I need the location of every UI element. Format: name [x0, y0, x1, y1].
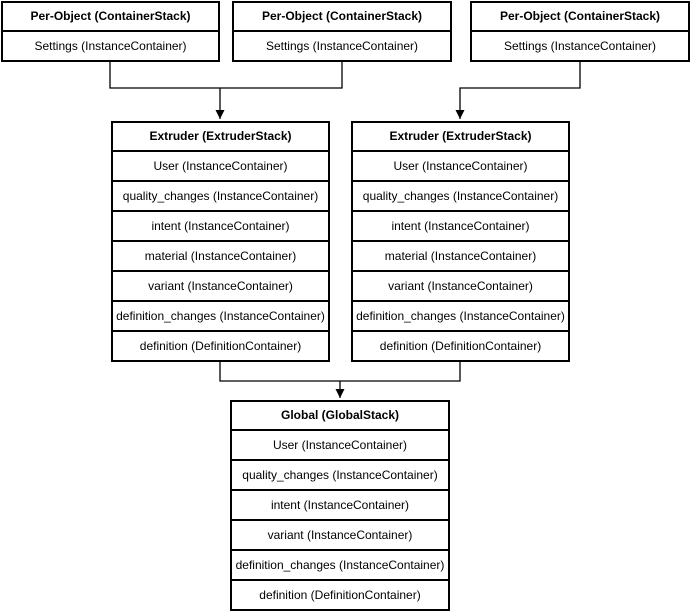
container-row: quality_changes (InstanceContainer) — [232, 461, 448, 491]
node-title: Extruder (ExtruderStack) — [113, 123, 328, 152]
container-row: variant (InstanceContainer) — [353, 272, 568, 302]
container-row: definition_changes (InstanceContainer) — [353, 302, 568, 332]
container-row: intent (InstanceContainer) — [113, 212, 328, 242]
node-extruder-stack-2: Extruder (ExtruderStack) User (InstanceC… — [351, 121, 570, 362]
container-row: definition_changes (InstanceContainer) — [232, 551, 448, 581]
edge-arrow-to-extruder-2 — [455, 62, 581, 119]
container-row: Settings (InstanceContainer) — [34, 39, 187, 53]
container-row: intent (InstanceContainer) — [232, 491, 448, 521]
node-title: Per-Object (ContainerStack) — [472, 3, 688, 32]
node-title: Per-Object (ContainerStack) — [234, 3, 450, 32]
container-row: material (InstanceContainer) — [113, 242, 328, 272]
node-title: Global (GlobalStack) — [232, 402, 448, 431]
container-row: intent (InstanceContainer) — [353, 212, 568, 242]
container-row: definition (DefinitionContainer) — [379, 339, 542, 353]
container-row: variant (InstanceContainer) — [113, 272, 328, 302]
node-per-object-stack-3: Per-Object (ContainerStack) Settings (In… — [470, 1, 690, 62]
node-per-object-stack-1: Per-Object (ContainerStack) Settings (In… — [1, 1, 220, 62]
container-row: Settings (InstanceContainer) — [265, 39, 419, 53]
container-row: quality_changes (InstanceContainer) — [353, 182, 568, 212]
node-title: Extruder (ExtruderStack) — [353, 123, 568, 152]
container-row: User (InstanceContainer) — [353, 152, 568, 182]
node-extruder-stack-1: Extruder (ExtruderStack) User (InstanceC… — [111, 121, 330, 362]
node-title: Per-Object (ContainerStack) — [3, 3, 218, 32]
edge-extruders-join — [219, 361, 461, 382]
edge-perobject12-join — [109, 62, 343, 89]
container-row: definition (DefinitionContainer) — [139, 339, 302, 353]
container-row: Settings (InstanceContainer) — [503, 39, 657, 53]
container-row: variant (InstanceContainer) — [232, 521, 448, 551]
container-row: definition (DefinitionContainer) — [259, 588, 421, 602]
container-row: User (InstanceContainer) — [113, 152, 328, 182]
container-row: User (InstanceContainer) — [232, 431, 448, 461]
node-global-stack: Global (GlobalStack) User (InstanceConta… — [230, 400, 450, 611]
node-per-object-stack-2: Per-Object (ContainerStack) Settings (In… — [232, 1, 452, 62]
container-row: material (InstanceContainer) — [353, 242, 568, 272]
container-row: definition_changes (InstanceContainer) — [113, 302, 328, 332]
container-row: quality_changes (InstanceContainer) — [113, 182, 328, 212]
